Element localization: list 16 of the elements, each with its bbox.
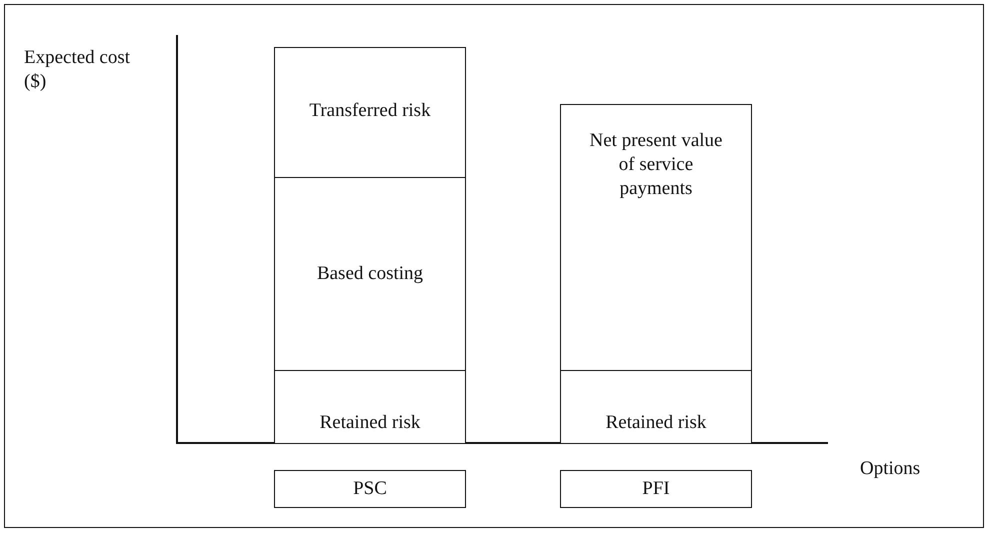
axis-label: Options <box>860 457 922 481</box>
segment-text: PSC <box>353 477 387 501</box>
cost-segment <box>274 370 466 444</box>
cost-segment <box>274 177 466 371</box>
cost-segment <box>274 47 466 178</box>
cost-segment <box>560 370 752 444</box>
segment-text: PFI <box>642 477 670 501</box>
axis-label: Expected cost ($) <box>24 46 132 94</box>
option-label-box <box>274 470 466 508</box>
segment-text: Based costing <box>316 262 424 286</box>
segment-text: Retained risk <box>320 411 420 435</box>
segment-text: Net present value of service payments <box>588 129 724 200</box>
cost-segment <box>560 104 752 371</box>
segment-text: Retained risk <box>606 411 706 435</box>
option-label-box <box>560 470 752 508</box>
segment-text: Transferred risk <box>309 98 431 122</box>
